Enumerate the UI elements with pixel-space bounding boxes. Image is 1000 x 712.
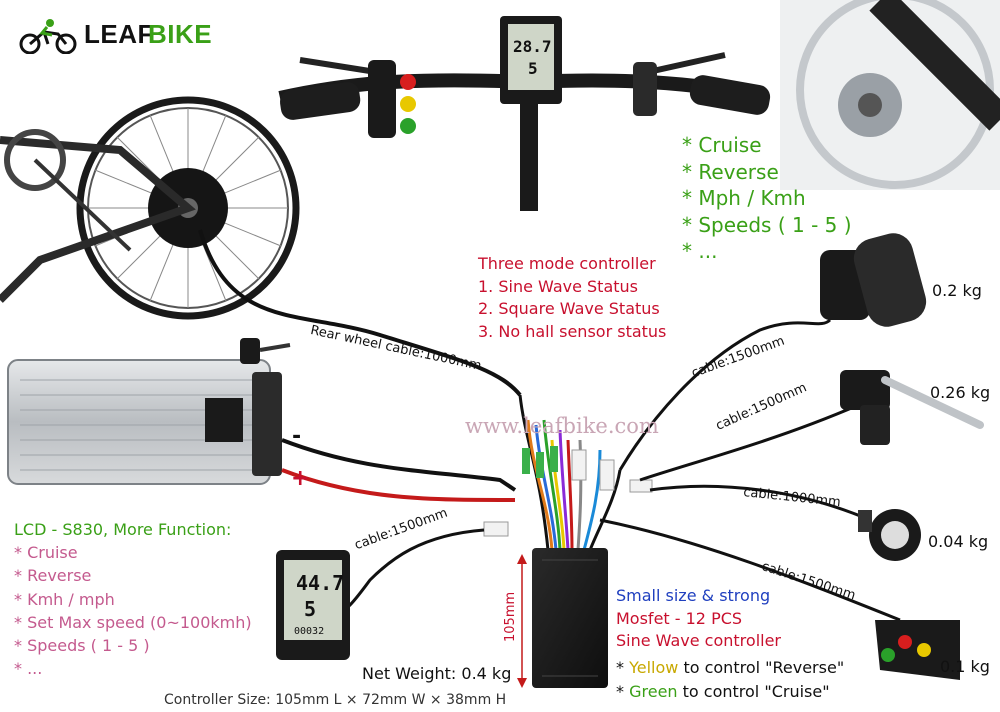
handlebar-assembly bbox=[278, 16, 771, 211]
controller-box bbox=[532, 548, 608, 688]
yellow-word: Yellow bbox=[629, 658, 679, 677]
s830-odometer: 00032 bbox=[294, 626, 325, 637]
top-lcd-digit: 5 bbox=[528, 59, 538, 78]
controller-feature-mosfet: Mosfet - 12 PCS bbox=[616, 608, 743, 628]
feature-reverse: * Reverse bbox=[682, 159, 779, 184]
top-lcd-speed: 28.7 bbox=[513, 37, 552, 56]
lcd-feature-max-speed: * Set Max speed (0~100kmh) bbox=[14, 612, 252, 632]
lcd-function-list: LCD - S830, More Function: * Cruise * Re… bbox=[14, 518, 252, 680]
feature-mph-kmh: * Mph / Kmh bbox=[682, 186, 806, 210]
lcd-display-device bbox=[276, 550, 350, 660]
motor-axle-photo bbox=[780, 0, 1000, 190]
s830-digit: 5 bbox=[304, 597, 317, 621]
feature-cruise: * Cruise bbox=[682, 133, 762, 157]
lcd-feature-more: * ... bbox=[14, 659, 43, 679]
battery-negative-wire bbox=[281, 438, 517, 492]
lcd-feature-speeds: * Speeds ( 1 - 5 ) bbox=[14, 636, 150, 656]
s830-speed: 44.7 bbox=[296, 571, 345, 595]
throttle-weight: 0.2 kg bbox=[932, 281, 982, 300]
controller-net-weight: Net Weight: 0.4 kg bbox=[362, 664, 512, 683]
feature-speeds: * Speeds ( 1 - 5 ) bbox=[682, 212, 852, 237]
controller-mode-title: Three mode controller bbox=[478, 254, 656, 273]
feature-more: * ... bbox=[682, 239, 718, 263]
control-switch bbox=[875, 620, 960, 680]
brake-lever bbox=[840, 370, 984, 445]
controller-feature-list: Small size & strong Mosfet - 12 PCS Sine… bbox=[616, 585, 781, 653]
controller-feature-sine: Sine Wave controller bbox=[616, 631, 781, 650]
throttle-cable bbox=[618, 318, 832, 471]
battery-minus-label: - bbox=[292, 424, 302, 449]
mode-no-hall: 3. No hall sensor status bbox=[478, 321, 667, 341]
battery-plus-label: + bbox=[291, 466, 310, 491]
green-control-note: * Green to control "Cruise" bbox=[616, 682, 830, 701]
switch-weight: 0.1 kg bbox=[940, 657, 990, 676]
yellow-control-note: * Yellow to control "Reverse" bbox=[616, 658, 845, 677]
controller-size: Controller Size: 105mm L × 72mm W × 38mm… bbox=[164, 692, 507, 708]
rear-wheel-cable bbox=[198, 229, 522, 397]
switch-cable bbox=[599, 518, 901, 622]
dimension-arrow bbox=[517, 554, 527, 688]
logo-text-leaf: LEAF bbox=[84, 19, 154, 49]
green-word: Green bbox=[629, 682, 678, 701]
handlebar-feature-list: * Cruise * Reverse * Mph / Kmh * Speeds … bbox=[682, 132, 852, 265]
pas-weight: 0.04 kg bbox=[928, 532, 989, 551]
cyclist-icon bbox=[19, 19, 77, 54]
battery-positive-wire bbox=[281, 468, 516, 502]
mode-sine-wave: 1. Sine Wave Status bbox=[478, 276, 639, 296]
battery-pack bbox=[7, 338, 291, 485]
lcd-feature-cruise: * Cruise bbox=[14, 543, 78, 563]
pas-sensor-cable bbox=[649, 484, 871, 522]
pas-sensor bbox=[858, 509, 921, 561]
brake-weight: 0.26 kg bbox=[930, 383, 991, 402]
twist-throttle bbox=[820, 233, 927, 327]
controller-height-label: 105mm bbox=[503, 591, 518, 642]
mode-square-wave: 2. Square Wave Status bbox=[478, 299, 660, 318]
watermark-url: www.leafbike.com bbox=[465, 414, 659, 438]
connector-plugs bbox=[483, 446, 653, 537]
brake-cable bbox=[639, 398, 871, 482]
lcd-feature-reverse: * Reverse bbox=[14, 566, 92, 586]
rear-wheel-hub-motor bbox=[0, 96, 300, 320]
controller-feature-size: Small size & strong bbox=[616, 586, 771, 605]
lcd-title: LCD - S830, More Function: bbox=[14, 520, 232, 539]
logo-text-bike: BIKE bbox=[148, 19, 213, 49]
lcd-feature-units: * Kmh / mph bbox=[14, 589, 115, 609]
controller-mode-list: Three mode controller 1. Sine Wave Statu… bbox=[478, 253, 666, 343]
